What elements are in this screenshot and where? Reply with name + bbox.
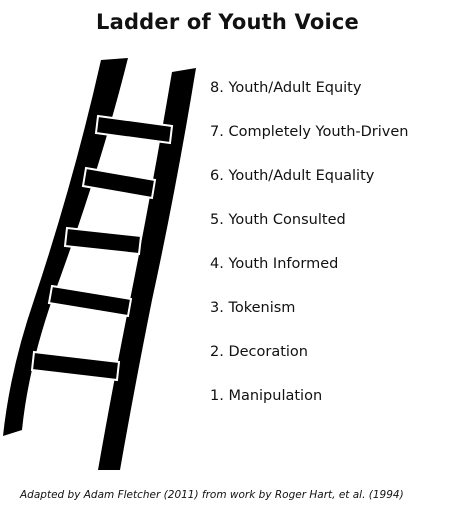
ladder-level-6: 6. Youth/Adult Equality xyxy=(210,168,375,184)
ladder-rung-3 xyxy=(63,226,143,256)
ladder-level-3: 3. Tokenism xyxy=(210,300,296,316)
ladder-level-4: 4. Youth Informed xyxy=(210,256,339,272)
page-title: Ladder of Youth Voice xyxy=(96,10,359,34)
ladder-level-1: 1. Manipulation xyxy=(210,388,323,404)
ladder-rung-4 xyxy=(47,284,133,318)
ladder-rung-1 xyxy=(94,114,174,145)
ladder-right-rail xyxy=(98,68,196,470)
ladder-level-7: 7. Completely Youth-Driven xyxy=(210,124,409,140)
ladder-level-8: 8. Youth/Adult Equity xyxy=(210,80,362,96)
ladder-level-2: 2. Decoration xyxy=(210,344,308,360)
source-credit: Adapted by Adam Fletcher (2011) from wor… xyxy=(20,489,404,501)
ladder-rung-5 xyxy=(30,350,121,382)
ladder-level-5: 5. Youth Consulted xyxy=(210,212,346,228)
ladder-rung-2 xyxy=(81,166,157,200)
